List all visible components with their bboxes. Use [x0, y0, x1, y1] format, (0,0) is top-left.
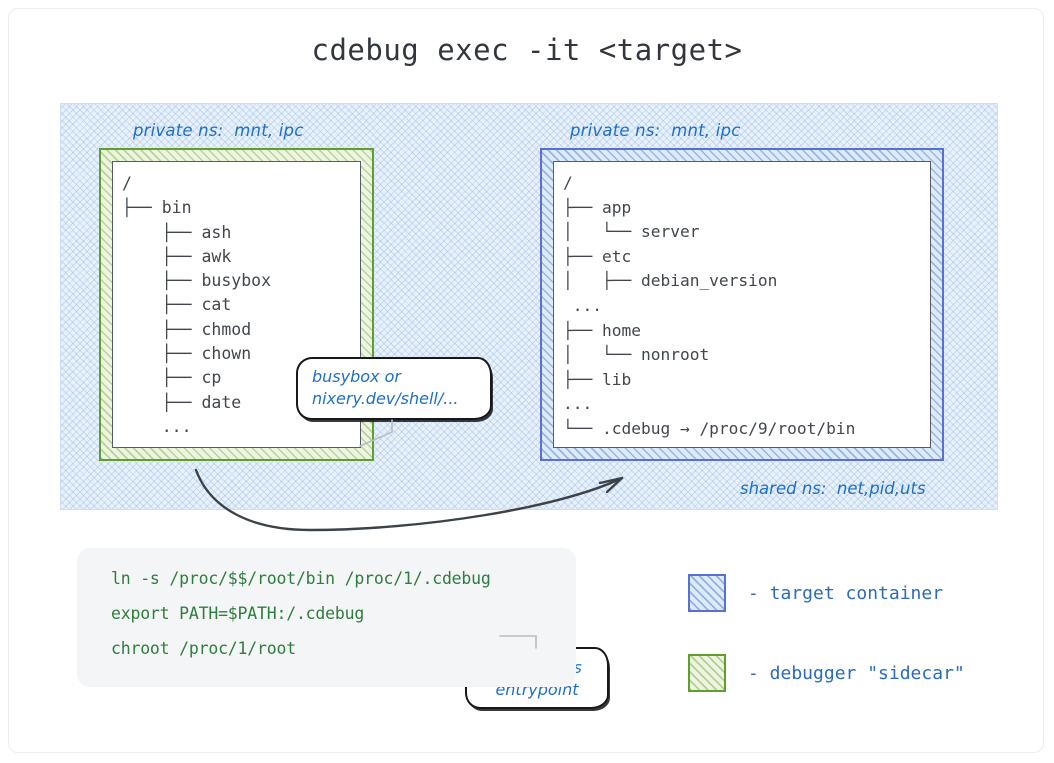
- private-ns-label-target: private ns: mnt, ipc: [570, 121, 741, 140]
- diagram-title: cdebug exec -it <target>: [311, 33, 743, 67]
- legend-label: - target container: [748, 582, 944, 604]
- legend-item-debugger-sidecar: - debugger "sidecar": [688, 652, 965, 694]
- code-line: export PATH=$PATH:/.cdebug: [111, 604, 365, 623]
- shared-ns-label: shared ns: net,pid,uts: [740, 479, 926, 498]
- sidecar-file-tree: / ├── bin ├── ash ├── awk ├── busybox ├─…: [122, 174, 272, 436]
- code-line: ln -s /proc/$$/root/bin /proc/1/.cdebug: [111, 569, 491, 588]
- legend-label: - debugger "sidecar": [748, 662, 965, 684]
- target-container: / ├── app │ └── server ├── etc │ ├── deb…: [540, 148, 944, 461]
- legend: - target container - debugger "sidecar": [688, 572, 965, 732]
- callout-busybox-shell: busybox or nixery.dev/shell/...: [296, 357, 492, 420]
- private-ns-label-sidecar: private ns: mnt, ipc: [133, 121, 304, 140]
- target-file-tree: / ├── app │ └── server ├── etc │ ├── deb…: [563, 173, 856, 438]
- green-hatch-swatch-icon: [688, 654, 726, 692]
- entrypoint-code-block: ln -s /proc/$$/root/bin /proc/1/.cdebug …: [77, 548, 576, 687]
- legend-item-target-container: - target container: [688, 572, 965, 614]
- target-inner-panel: / ├── app │ └── server ├── etc │ ├── deb…: [553, 161, 931, 448]
- blue-hatch-swatch-icon: [688, 574, 726, 612]
- code-line: chroot /proc/1/root: [111, 639, 296, 658]
